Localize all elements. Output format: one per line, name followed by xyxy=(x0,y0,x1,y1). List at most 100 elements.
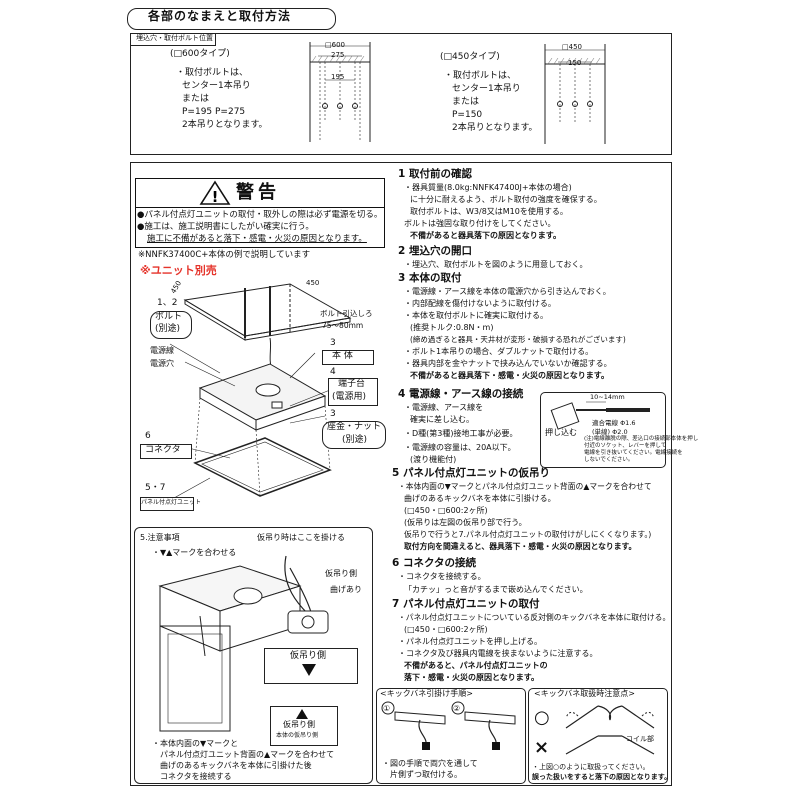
step-warning: 取付方向を間違えると、器具落下・感電・火災の原因となります。 xyxy=(404,542,637,551)
notes-caption: ・本体内面の▼マークと xyxy=(152,739,239,748)
step-title: 5 パネル付点灯ユニットの仮吊り xyxy=(392,467,550,479)
terminal-sub: (電源用) xyxy=(332,392,367,402)
num-4: 4 xyxy=(330,367,336,377)
step-line: (締め過ぎると器具・天井材が変形・破損する恐れがございます) xyxy=(410,335,626,344)
step-line: ・ボルト1本吊りの場合、ダブルナットで取付ける。 xyxy=(404,347,594,356)
hang-side: 仮吊り側 xyxy=(325,569,357,578)
warning-line: 施工に不備があると落下・感電・火災の原因となります。 xyxy=(147,234,367,244)
bolt-embed-range: 75～80mm xyxy=(322,321,364,330)
header-title-box xyxy=(127,8,336,30)
body-box xyxy=(322,350,374,365)
wire-spec: (単線) Φ2.0 xyxy=(592,428,628,436)
type600-line: ・取付ボルトは、 xyxy=(176,68,249,78)
kick-procedure-title: <キックバネ引掛け手順> xyxy=(380,689,474,698)
step-line: ・電源線・アース線を本体の電源穴から引き込んでおく。 xyxy=(404,287,611,296)
small-tag-label: 仮吊り側 xyxy=(283,720,315,729)
step-line: ・埋込穴、取付ボルトを図のように用意しておく。 xyxy=(404,260,588,269)
step-warning: 落下・感電・火災の原因となります。 xyxy=(404,673,539,682)
type600-title: (□600タイプ) xyxy=(170,49,230,59)
mark-align: ・▼▲マークを合わせる xyxy=(152,548,237,557)
main-panel xyxy=(130,162,672,786)
num-57: 5・7 xyxy=(145,483,166,493)
type600-line: または xyxy=(182,94,210,104)
type450-line: または xyxy=(452,97,480,107)
label-12: 1、2 xyxy=(157,298,178,308)
washer-nut-sub: (別途) xyxy=(342,435,368,445)
page-title: 各部のなまえと取付方法 xyxy=(148,9,292,23)
type600-dim: 195 xyxy=(331,73,345,81)
bolt-tag: 埋込穴・取付ボルト位置 xyxy=(136,34,213,42)
notes-diagram xyxy=(158,555,329,732)
step-line: ・本体内面の▼マークとパネル付点灯ユニット背面の▲マークを合わせて xyxy=(398,482,652,491)
kick-handling-diagram xyxy=(565,705,655,755)
kick-handling-caption: ・上図○のように取扱ってください。 xyxy=(532,763,650,771)
step-warning: 不備があると、パネル付点灯ユニットの xyxy=(404,661,548,670)
step-line: 「カチッ」っと音がするまで嵌め込んでください。 xyxy=(404,585,588,594)
terminal-box xyxy=(328,378,378,406)
wire-note: しないでください。 xyxy=(584,457,634,463)
type450-line: センター1本吊り xyxy=(452,84,521,94)
kick-handling-box xyxy=(528,688,668,784)
wire-insert-diagram xyxy=(550,401,650,430)
ng-symbol: × xyxy=(534,737,550,758)
bolt-embed-label: ボルト引込しろ xyxy=(320,309,373,318)
step-line: ・パネル付点灯ユニットを押し上げる。 xyxy=(398,637,542,646)
type450-line: ・取付ボルトは、 xyxy=(444,71,517,81)
type600-line: 2本吊りとなります。 xyxy=(182,120,268,130)
step-line: (渡り機能付) xyxy=(410,455,457,464)
notes-box xyxy=(134,527,373,784)
warning-divider xyxy=(135,207,385,208)
warning-box xyxy=(135,178,385,248)
wire-spec: 適合電線 Φ1.6 xyxy=(592,419,636,427)
kick-step-2: ② xyxy=(453,704,461,713)
notes-caption: 曲げのあるキックバネを本体に引掛けた後 xyxy=(160,761,312,770)
step-line: ・コネクタを接続する。 xyxy=(398,572,486,581)
warning-title: 警告 xyxy=(236,182,280,203)
svg-text:!: ! xyxy=(212,188,219,206)
kick-procedure-caption: 片側ずつ取付ける。 xyxy=(390,770,462,779)
connector-box xyxy=(140,444,192,459)
step-title: 3 本体の取付 xyxy=(398,272,462,284)
type600-dim: 275 xyxy=(331,51,345,59)
down-triangle-icon xyxy=(302,664,316,676)
type600-dim: □600 xyxy=(325,41,345,49)
wire-note: 付近のソケット、レバーを押して xyxy=(584,443,667,449)
step-line: 曲げのあるキックバネを本体に引掛ける。 xyxy=(404,494,556,503)
terminal-label: 端子台 xyxy=(338,379,366,389)
num-3b: 3 xyxy=(330,409,336,419)
wire-note: (注)電線離脱の際、差込口の接続部本体を押し xyxy=(584,436,699,442)
step-line: (仮吊りは左図の仮吊り部で行う。 xyxy=(404,518,527,527)
bolt-tag-box xyxy=(130,33,216,46)
bolt-label-box xyxy=(150,311,192,339)
washer-nut-box xyxy=(322,421,386,449)
body-label: 本 体 xyxy=(332,351,353,361)
bolt-label: ボルト xyxy=(155,312,183,322)
step-line: に十分に耐えるよう、ボルト取付の強度を確保する。 xyxy=(410,195,602,204)
coil-label: コイル部 xyxy=(626,735,654,743)
dim-450b: 450 xyxy=(306,279,320,287)
wire-note: 電線を引き抜いてください。電線接続を xyxy=(584,450,683,456)
notes-caption: コネクタを接続する xyxy=(160,772,232,781)
step-line: ・コネクタ及び器具内電線を挟まないように注意する。 xyxy=(398,649,598,658)
power-hole-label: 電源穴 xyxy=(150,359,174,368)
kick-procedure-box xyxy=(376,688,526,784)
step-line: ・本体を取付ボルトに確実に取付ける。 xyxy=(404,311,548,320)
step-title: 4 電源線・アース線の接続 xyxy=(398,388,524,400)
step-warning: 不備があると器具落下・感電・火災の原因となります。 xyxy=(410,371,609,380)
step-title: 6 コネクタの接続 xyxy=(392,557,477,569)
kick-procedure-diagram xyxy=(381,701,516,750)
warning-line: ●パネル付点灯ユニットの取付・取外しの際は必ず電源を切る。 xyxy=(137,210,383,220)
power-wire-label: 電源線 xyxy=(150,346,174,355)
ok-symbol: ○ xyxy=(534,707,550,728)
type450-bolt-diagram xyxy=(544,44,606,144)
washer-nut-label: 座金・ナット xyxy=(327,422,382,432)
num-6: 6 xyxy=(145,431,151,441)
notes-caption: パネル付点灯ユニット背面の▲マークを合わせて xyxy=(160,750,335,759)
type600-bolt-diagram xyxy=(309,42,371,142)
type600-line: センター1本吊り xyxy=(182,81,251,91)
step-line: ・器具内部を金やナットで挟み込んでいないか確認する。 xyxy=(404,359,612,368)
kick-handling-warning: 誤った扱いをすると落下の原因となります。 xyxy=(532,773,672,781)
step-line: (□450・□600:2ヶ所) xyxy=(404,625,488,634)
step-line: ・D種(第3種)接地工事が必要。 xyxy=(404,429,518,438)
connector-label: コネクタ xyxy=(145,445,181,455)
